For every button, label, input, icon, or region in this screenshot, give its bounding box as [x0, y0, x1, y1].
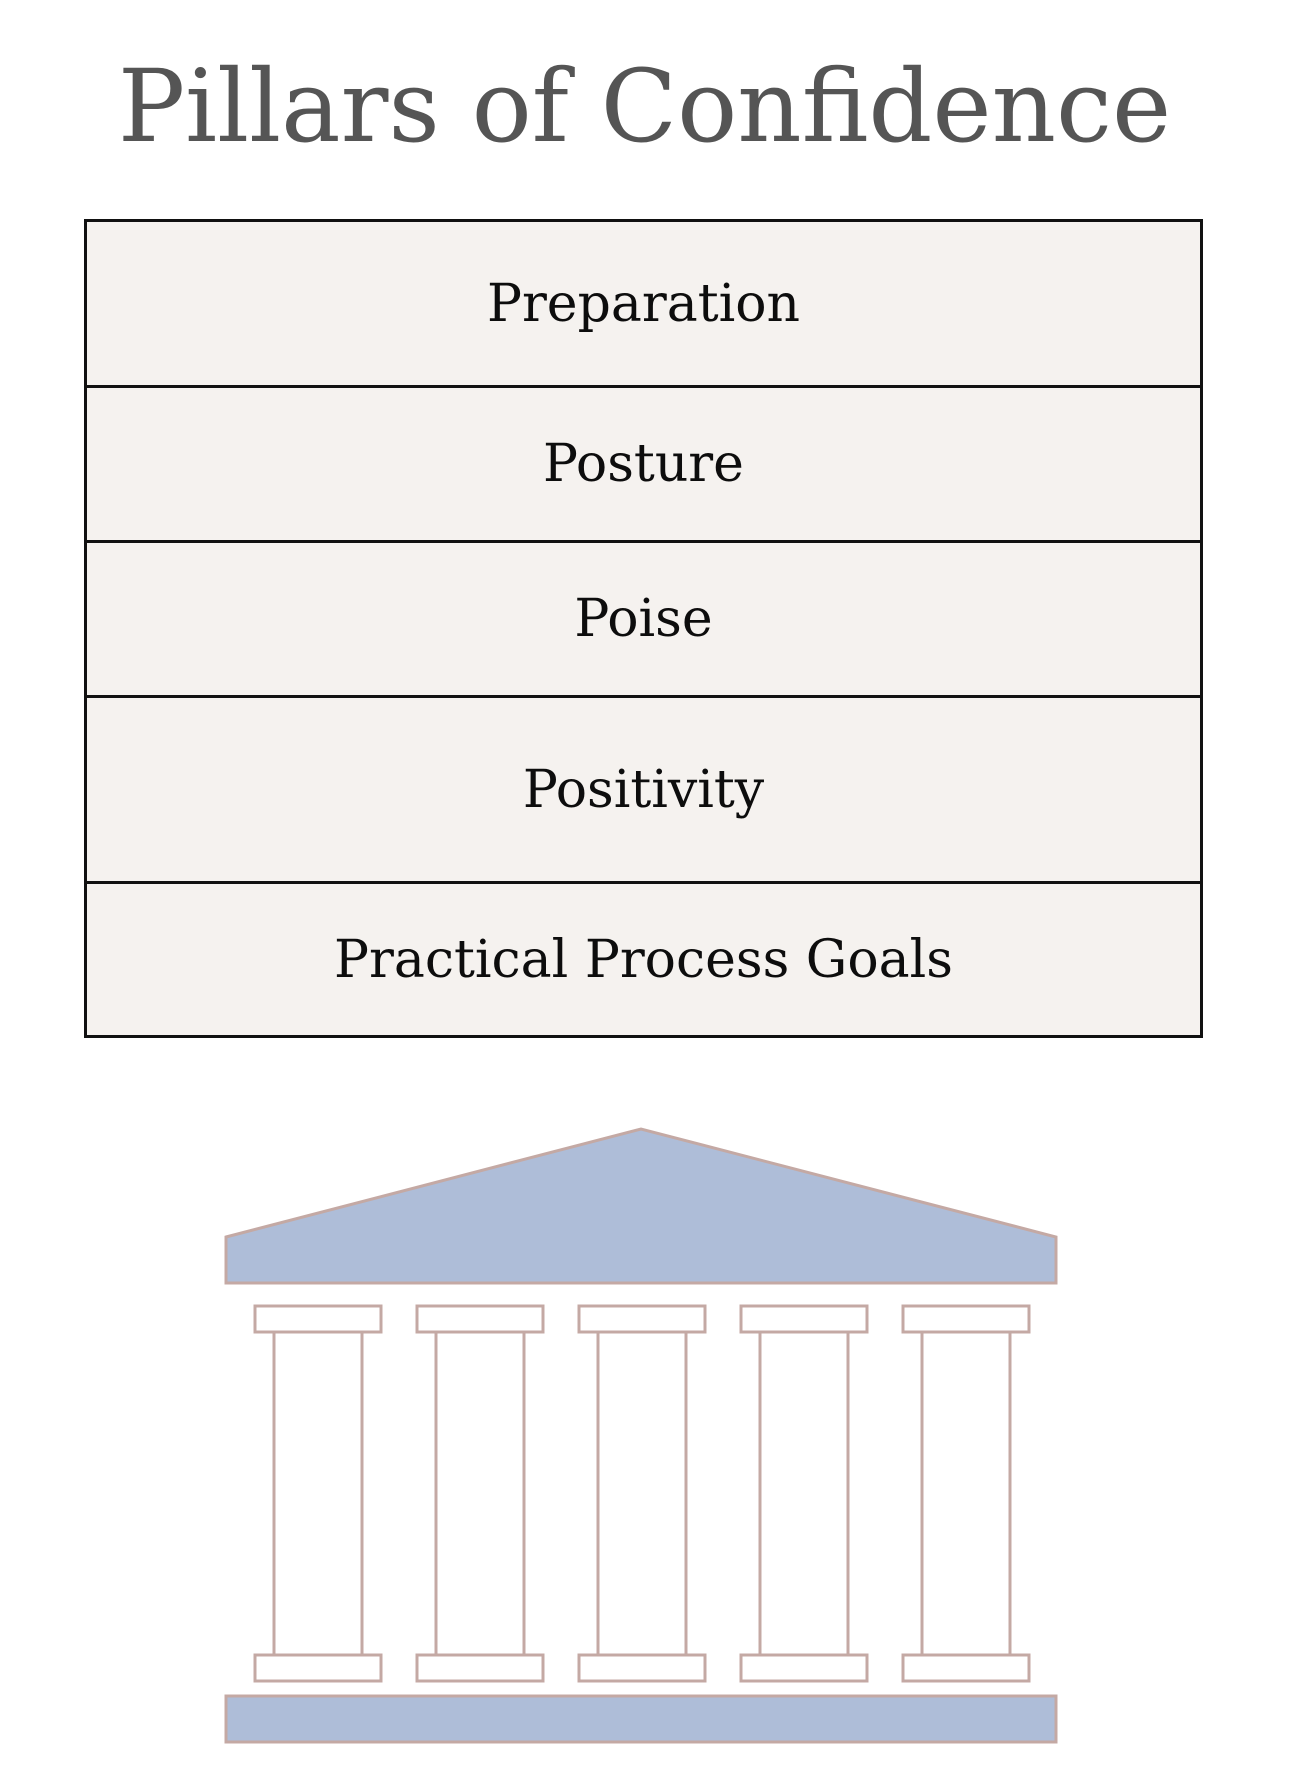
column-shaft [434, 1330, 526, 1657]
temple-columns [253, 1304, 1031, 1683]
column-capital [415, 1304, 545, 1334]
temple-icon [224, 1127, 1058, 1744]
temple-roof [224, 1127, 1058, 1285]
pillar-row-preparation: Preparation [87, 222, 1200, 388]
temple-column [253, 1304, 383, 1683]
temple-column [739, 1304, 869, 1683]
column-plinth [415, 1653, 545, 1683]
column-shaft [596, 1330, 688, 1657]
column-plinth [739, 1653, 869, 1683]
temple-column [577, 1304, 707, 1683]
column-capital [739, 1304, 869, 1334]
column-shaft [272, 1330, 364, 1657]
column-capital [901, 1304, 1031, 1334]
column-shaft [758, 1330, 850, 1657]
column-plinth [901, 1653, 1031, 1683]
pillar-row-posture: Posture [87, 388, 1200, 543]
column-capital [577, 1304, 707, 1334]
pillar-row-practical-process-goals: Practical Process Goals [334, 929, 953, 990]
column-plinth [577, 1653, 707, 1683]
column-plinth [253, 1653, 383, 1683]
pillars-list: Preparation Posture Poise Positivity Pra… [84, 219, 1203, 1038]
pillar-row-positivity: Positivity [87, 698, 1200, 884]
temple-column [415, 1304, 545, 1683]
column-shaft [920, 1330, 1012, 1657]
pillar-row-poise: Poise [87, 543, 1200, 698]
column-capital [253, 1304, 383, 1334]
temple-column [901, 1304, 1031, 1683]
page-title: Pillars of Confidence [117, 48, 1172, 165]
temple-base [224, 1694, 1058, 1744]
